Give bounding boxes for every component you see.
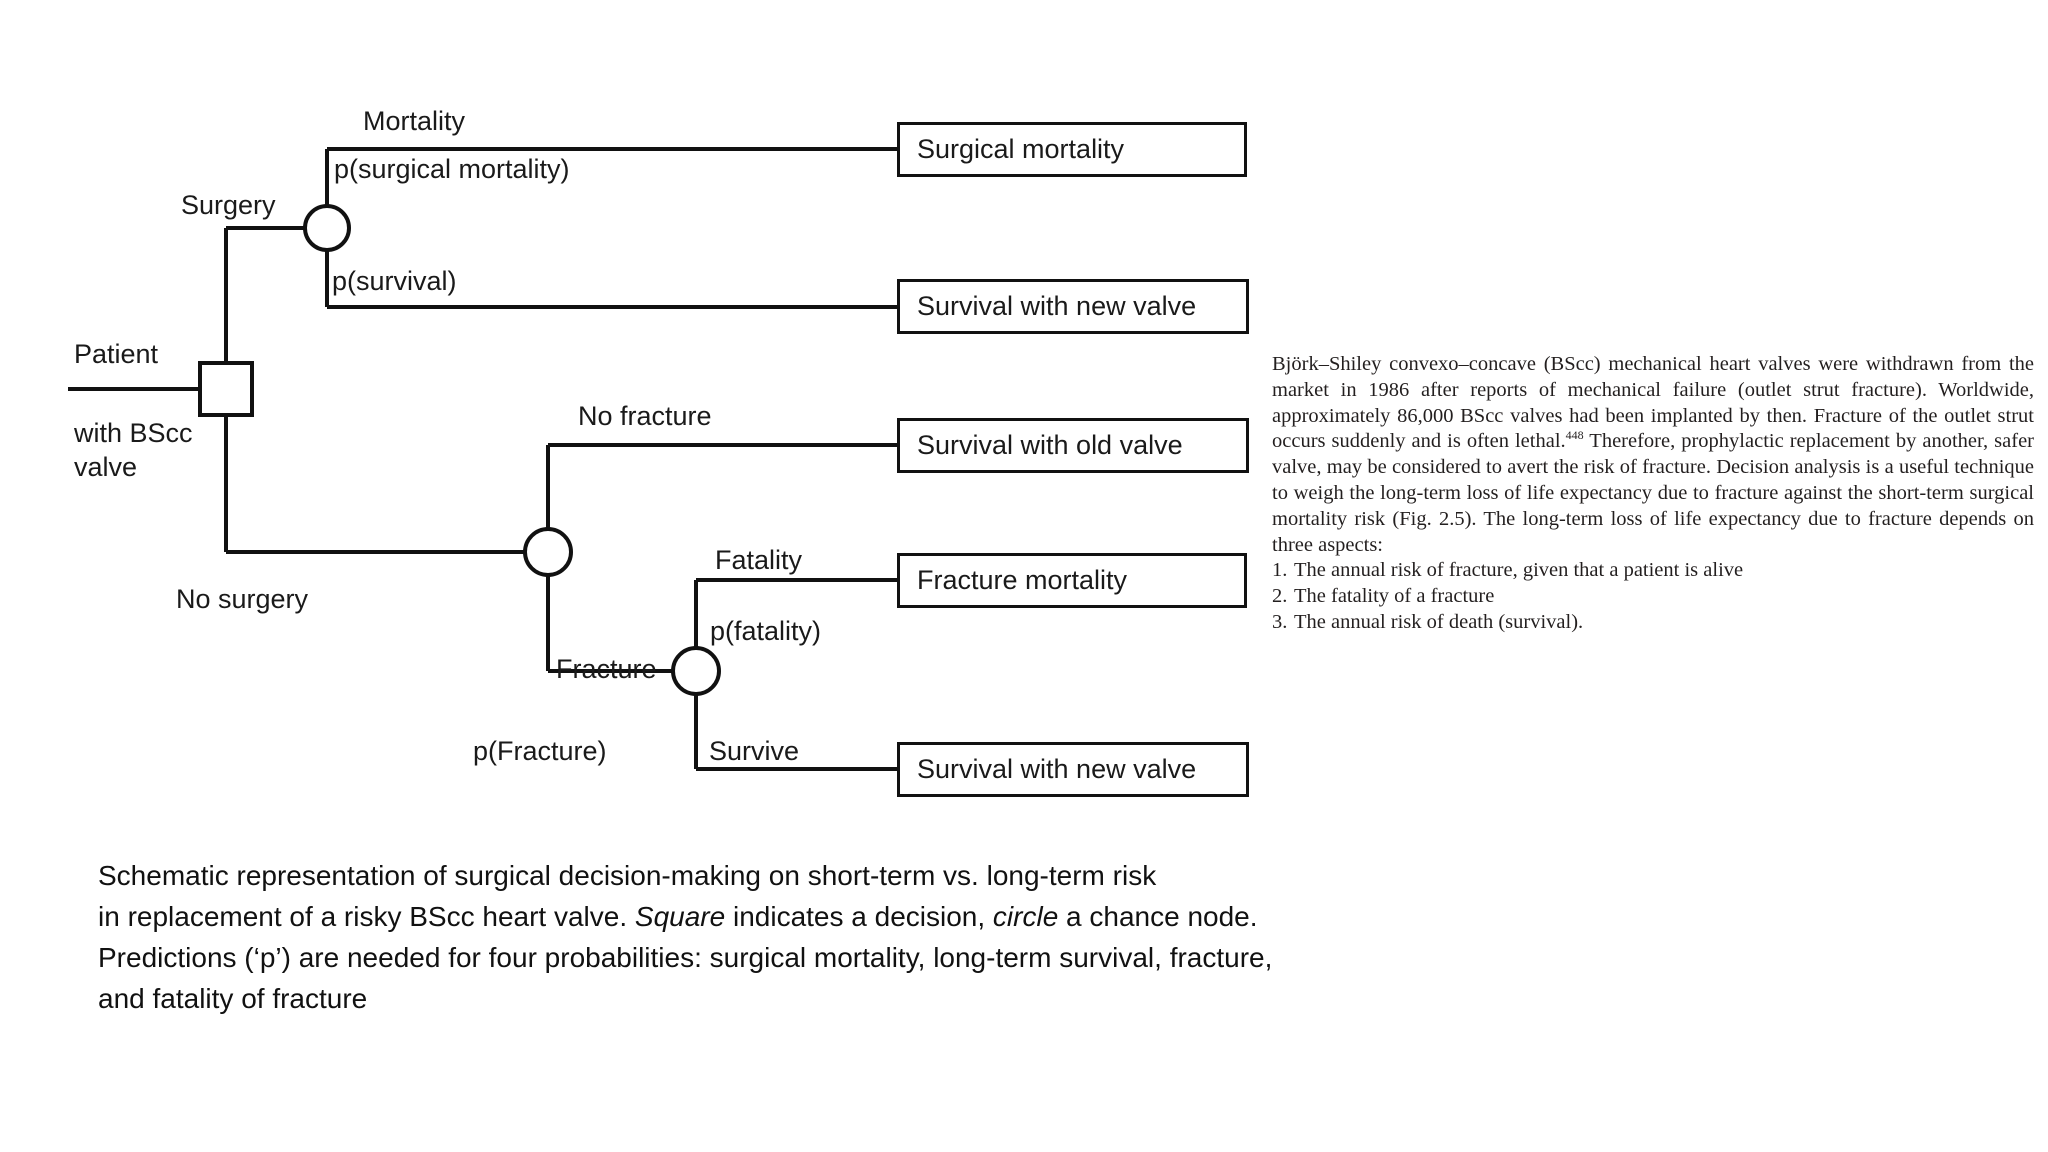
caption-line-2-part-b: indicates a decision, — [725, 901, 993, 932]
chance-node-fracture — [671, 646, 721, 696]
body-paragraph: Björk–Shiley convexo–concave (BScc) mech… — [1272, 352, 2034, 558]
branch-label-p-fatality: p(fatality) — [710, 616, 822, 646]
outcome-box-fracture-mortality: Fracture mortality — [897, 553, 1247, 608]
aspect-number: 1. — [1272, 559, 1288, 582]
aspect-text: The annual risk of death (survival). — [1294, 610, 1584, 633]
branch-label-no-fracture: No fracture — [578, 401, 712, 431]
root-label-valve: valve — [74, 452, 138, 482]
aspect-list: 1. The annual risk of fracture, given th… — [1272, 558, 2034, 635]
caption-line-2-part-c: a chance node. — [1058, 901, 1258, 932]
outcome-box-survival-new-valve-bottom: Survival with new valve — [897, 742, 1249, 797]
aspect-list-item: 2. The fatality of a fracture — [1272, 584, 2034, 610]
branch-label-surgery: Surgery — [181, 190, 276, 220]
caption-line-2: in replacement of a risky BScc heart val… — [98, 896, 1518, 937]
aspect-text: The fatality of a fracture — [1294, 585, 1495, 608]
aspect-number: 3. — [1272, 610, 1288, 633]
aspect-number: 2. — [1272, 585, 1288, 608]
decision-tree-figure: Mortality p(surgical mortality) Surgery … — [0, 0, 1300, 840]
branch-label-no-surgery: No surgery — [176, 584, 309, 614]
branch-label-mortality: Mortality — [363, 106, 466, 136]
outcome-label-survival-new-valve-top: Survival with new valve — [917, 291, 1197, 321]
branch-label-survive: Survive — [709, 736, 800, 766]
body-reference-superscript: 448 — [1565, 428, 1584, 443]
branch-label-p-fracture: p(Fracture) — [473, 736, 607, 766]
caption-line-3: Predictions (‘p’) are needed for four pr… — [98, 942, 1273, 973]
caption-emphasis-circle: circle — [992, 901, 1059, 932]
root-label-with-bscc: with BScc — [74, 418, 193, 448]
figure-caption: Schematic representation of surgical dec… — [98, 855, 1518, 1019]
outcome-box-survival-old-valve: Survival with old valve — [897, 418, 1249, 473]
aspect-list-item: 3. The annual risk of death (survival). — [1272, 610, 2034, 636]
root-label-patient: Patient — [74, 339, 159, 369]
caption-emphasis-square: Square — [634, 901, 726, 932]
article-body-text: Björk–Shiley convexo–concave (BScc) mech… — [1272, 352, 2034, 636]
decision-tree-lines — [68, 147, 897, 771]
branch-label-p-survival: p(survival) — [332, 266, 457, 296]
caption-line-4: and fatality of fracture — [98, 983, 368, 1014]
aspect-text: The annual risk of fracture, given that … — [1294, 559, 1744, 582]
chance-node-no-surgery — [523, 527, 573, 577]
caption-line-1: Schematic representation of surgical dec… — [98, 860, 1157, 891]
chance-node-surgery — [303, 204, 351, 252]
branch-label-fatality: Fatality — [715, 545, 803, 575]
decision-square-node — [198, 361, 254, 417]
outcome-box-surgical-mortality: Surgical mortality — [897, 122, 1247, 177]
outcome-box-survival-new-valve-top: Survival with new valve — [897, 279, 1249, 334]
outcome-label-survival-new-valve-bottom: Survival with new valve — [917, 754, 1197, 784]
caption-line-2-part-a: in replacement of a risky BScc heart val… — [98, 901, 635, 932]
branch-label-p-surgical-mortality: p(surgical mortality) — [334, 154, 570, 184]
outcome-label-fracture-mortality: Fracture mortality — [917, 565, 1128, 595]
outcome-label-survival-old-valve: Survival with old valve — [917, 430, 1183, 460]
body-paragraph-part2: Therefore, prophylactic replacement by a… — [1272, 430, 2035, 556]
outcome-label-surgical-mortality: Surgical mortality — [917, 134, 1125, 164]
aspect-list-item: 1. The annual risk of fracture, given th… — [1272, 558, 2034, 584]
body-paragraph-part1: Björk–Shiley convexo–concave (BScc) mech… — [1272, 353, 2034, 453]
branch-label-fracture: Fracture — [556, 654, 657, 684]
